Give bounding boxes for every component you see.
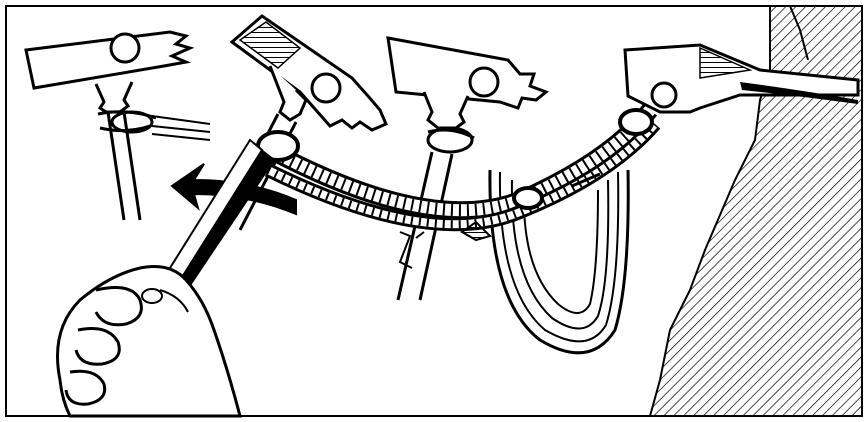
hammer-head xyxy=(388,38,546,300)
hand xyxy=(58,267,241,417)
